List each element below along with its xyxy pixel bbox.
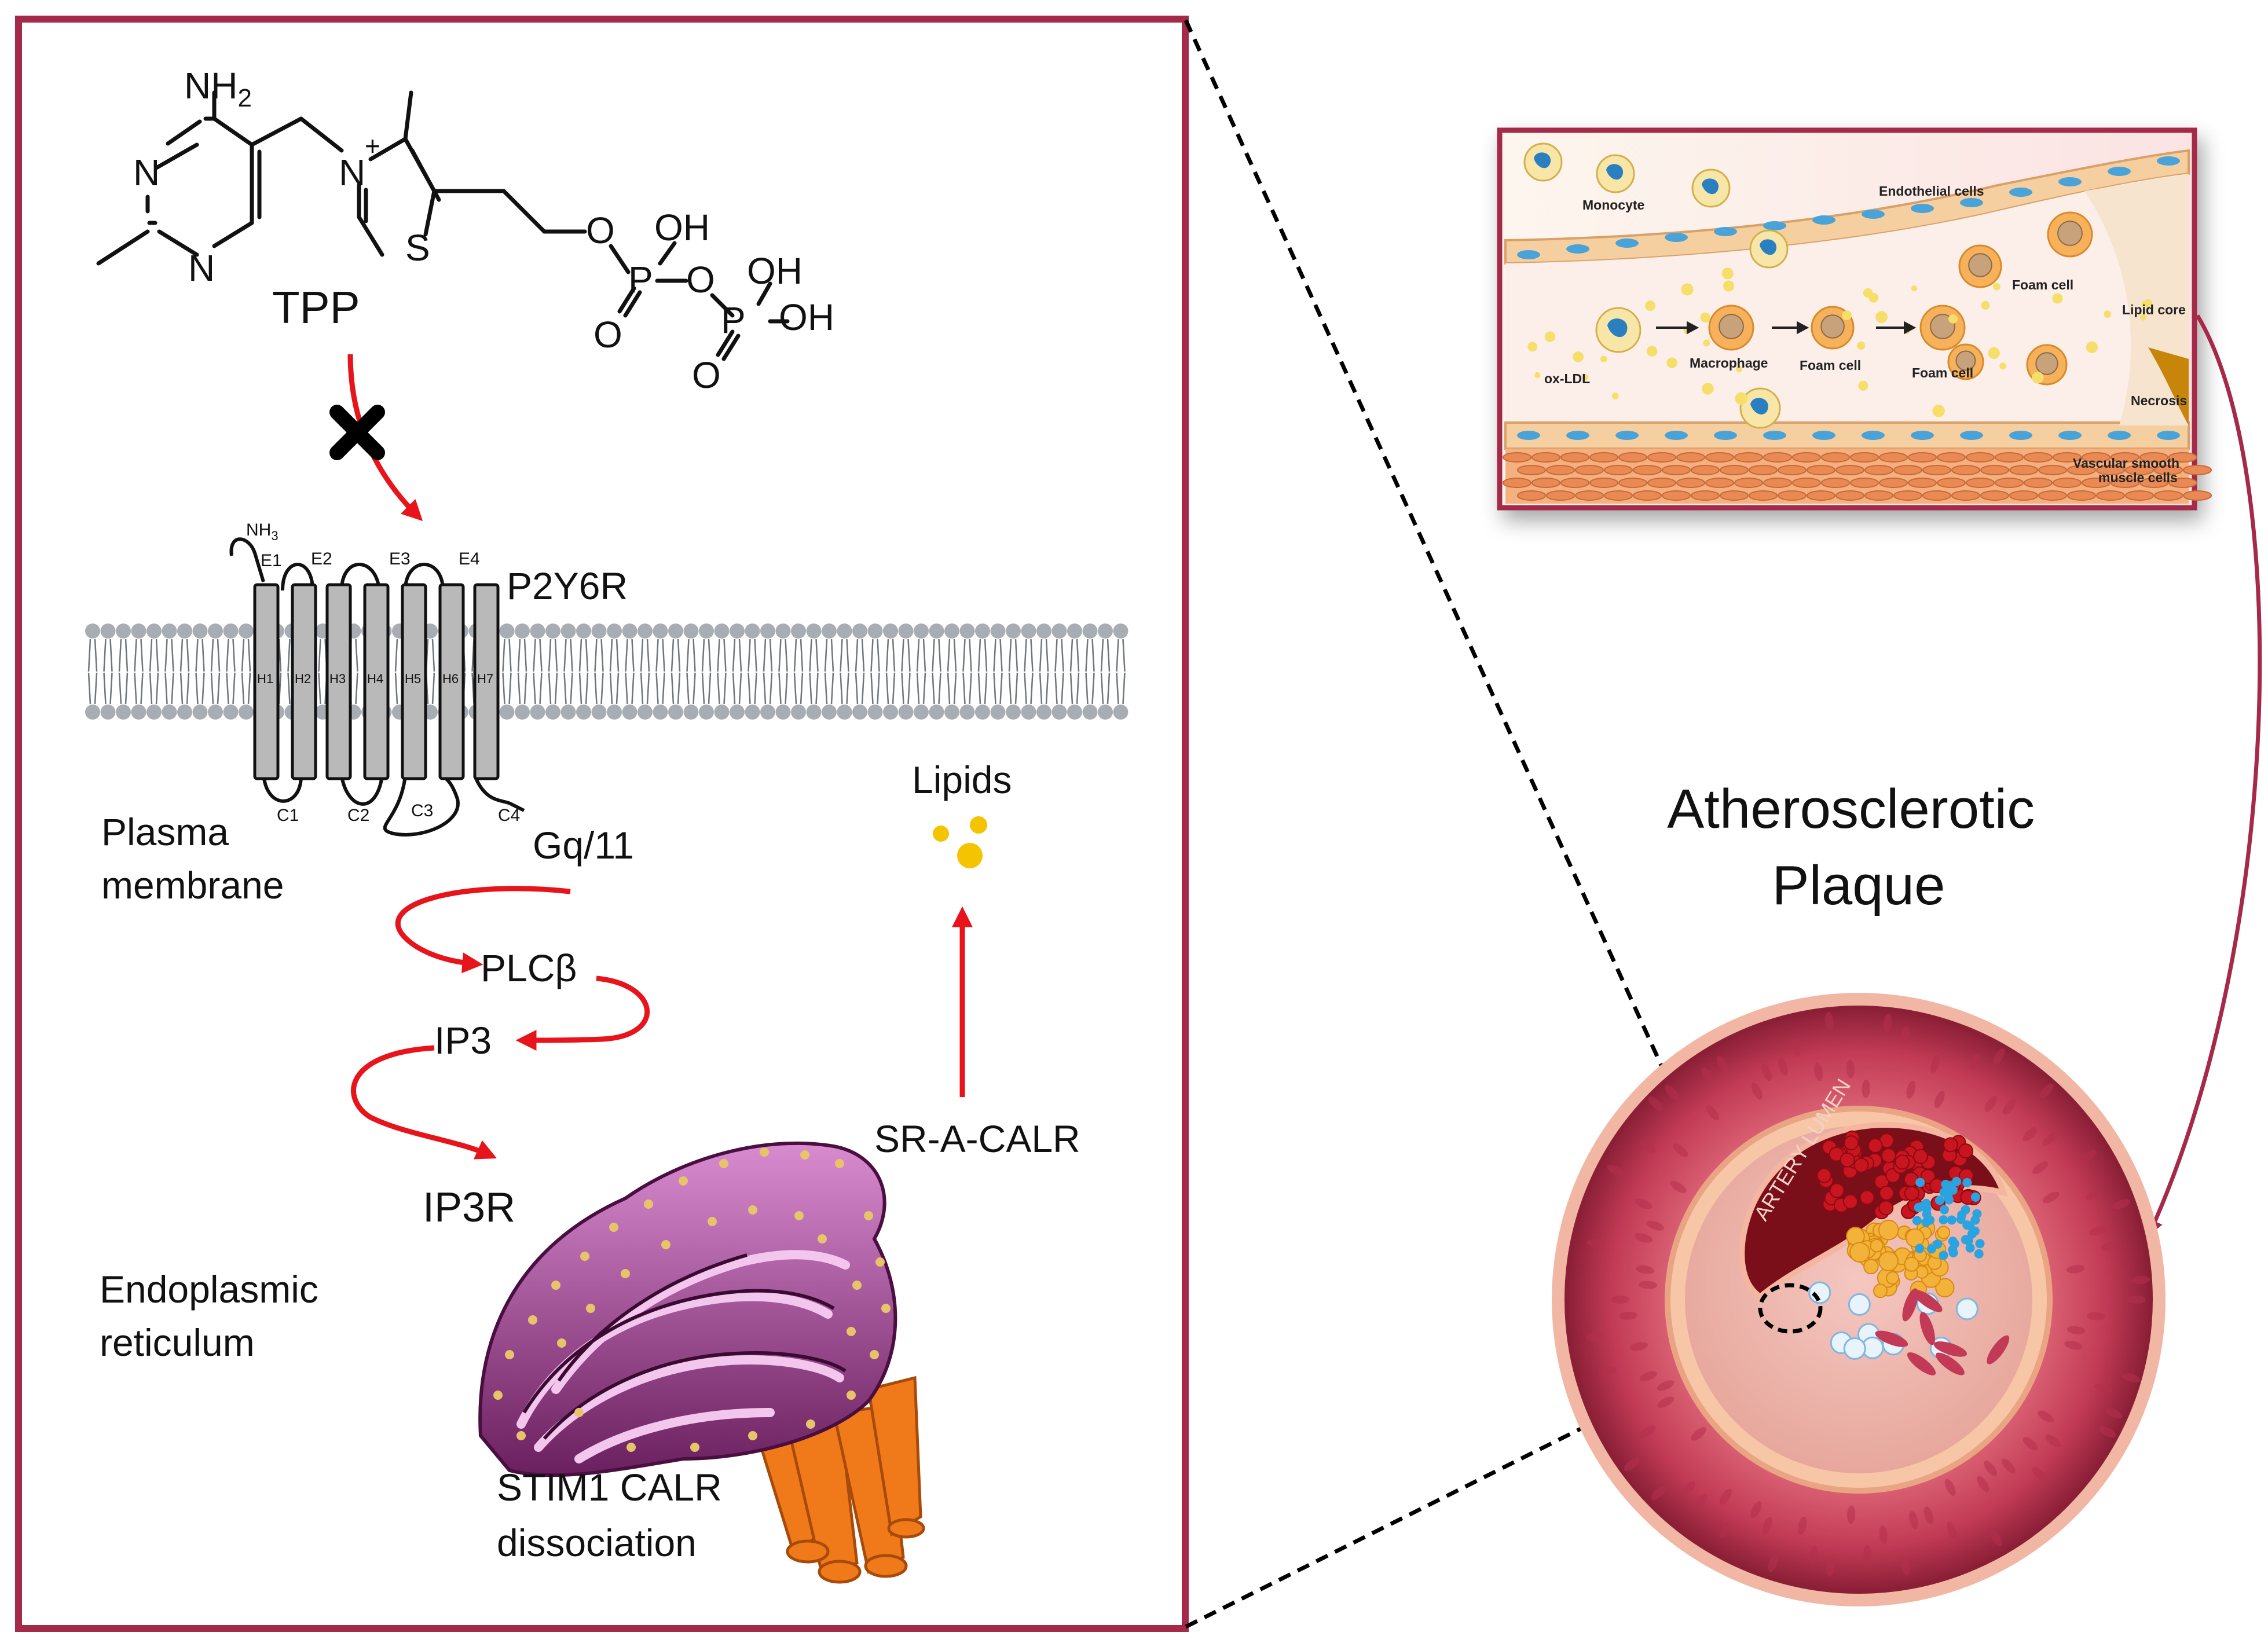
svg-text:H3: H3: [329, 672, 346, 686]
inset-necrosis-label: Necrosis: [2131, 393, 2187, 408]
inset-endothelial-label: Endothelial cells: [1879, 184, 1984, 199]
svg-text:H7: H7: [477, 672, 493, 686]
helix-h5: H5: [402, 585, 426, 779]
n-bottom-label: N: [188, 247, 215, 289]
inset-lipid-core-label: Lipid core: [2122, 302, 2186, 317]
plus-label: +: [365, 131, 380, 161]
inset-macrophage-label: Macrophage: [1690, 355, 1768, 371]
helix-h1: H1: [255, 585, 278, 779]
p2y6r-label: P2Y6R: [507, 564, 628, 607]
inset-foam-cell-a-label: Foam cell: [1800, 358, 1861, 373]
helix-h7: H7: [475, 585, 498, 779]
p1-label: P: [628, 259, 653, 300]
loop-e1: E1: [261, 551, 282, 570]
tpp-label: TPP: [272, 282, 360, 333]
loop-e3: E3: [389, 549, 411, 568]
loop-e4: E4: [459, 549, 480, 568]
svg-text:H5: H5: [405, 672, 421, 686]
helix-h4: H4: [365, 585, 388, 779]
loop-c1: C1: [277, 806, 299, 825]
o1-label: O: [586, 210, 615, 251]
svg-text:H1: H1: [257, 672, 273, 686]
helix-h2: H2: [292, 585, 316, 779]
oh1-label: OH: [654, 207, 710, 248]
helix-h6: H6: [440, 585, 463, 779]
loop-c3: C3: [411, 801, 433, 820]
inset-monocyte-label: Monocyte: [1582, 197, 1644, 212]
gq11-label: Gq/11: [533, 824, 634, 867]
o-dbl2-label: O: [692, 354, 721, 396]
inset-foam-cell-b-label: Foam cell: [1912, 365, 1973, 380]
n-plus-label: N: [339, 152, 365, 193]
loop-c2: C2: [347, 806, 369, 825]
oh2-label: OH: [747, 250, 803, 292]
loop-e2: E2: [311, 549, 332, 568]
svg-text:H2: H2: [295, 672, 311, 686]
loop-c4: C4: [498, 806, 520, 825]
oh3-label: OH: [779, 296, 834, 338]
plaque-title: Atherosclerotic Plaque: [1667, 778, 2050, 916]
inset-foam-cell-top-label: Foam cell: [2012, 277, 2073, 292]
n-top-label: N: [133, 152, 160, 193]
helix-h3: H3: [327, 585, 350, 779]
o-dbl1-label: O: [593, 314, 622, 355]
svg-text:H6: H6: [442, 672, 459, 686]
inset-ox-ldl-label: ox-LDL: [1544, 371, 1590, 386]
s-label: S: [405, 227, 430, 269]
ip3r-label: IP3R: [423, 1184, 515, 1231]
svg-text:H4: H4: [367, 672, 383, 686]
lipids-label: Lipids: [912, 758, 1012, 801]
o2-label: O: [686, 259, 715, 300]
sr-a-calr-label: SR-A-CALR: [874, 1117, 1080, 1160]
plcb-label: PLCβ: [481, 947, 577, 989]
p2-label: P: [721, 299, 746, 341]
ip3-label: IP3: [434, 1019, 492, 1062]
artery-cross-section: ARTERY LUMEN: [1552, 993, 2166, 1606]
